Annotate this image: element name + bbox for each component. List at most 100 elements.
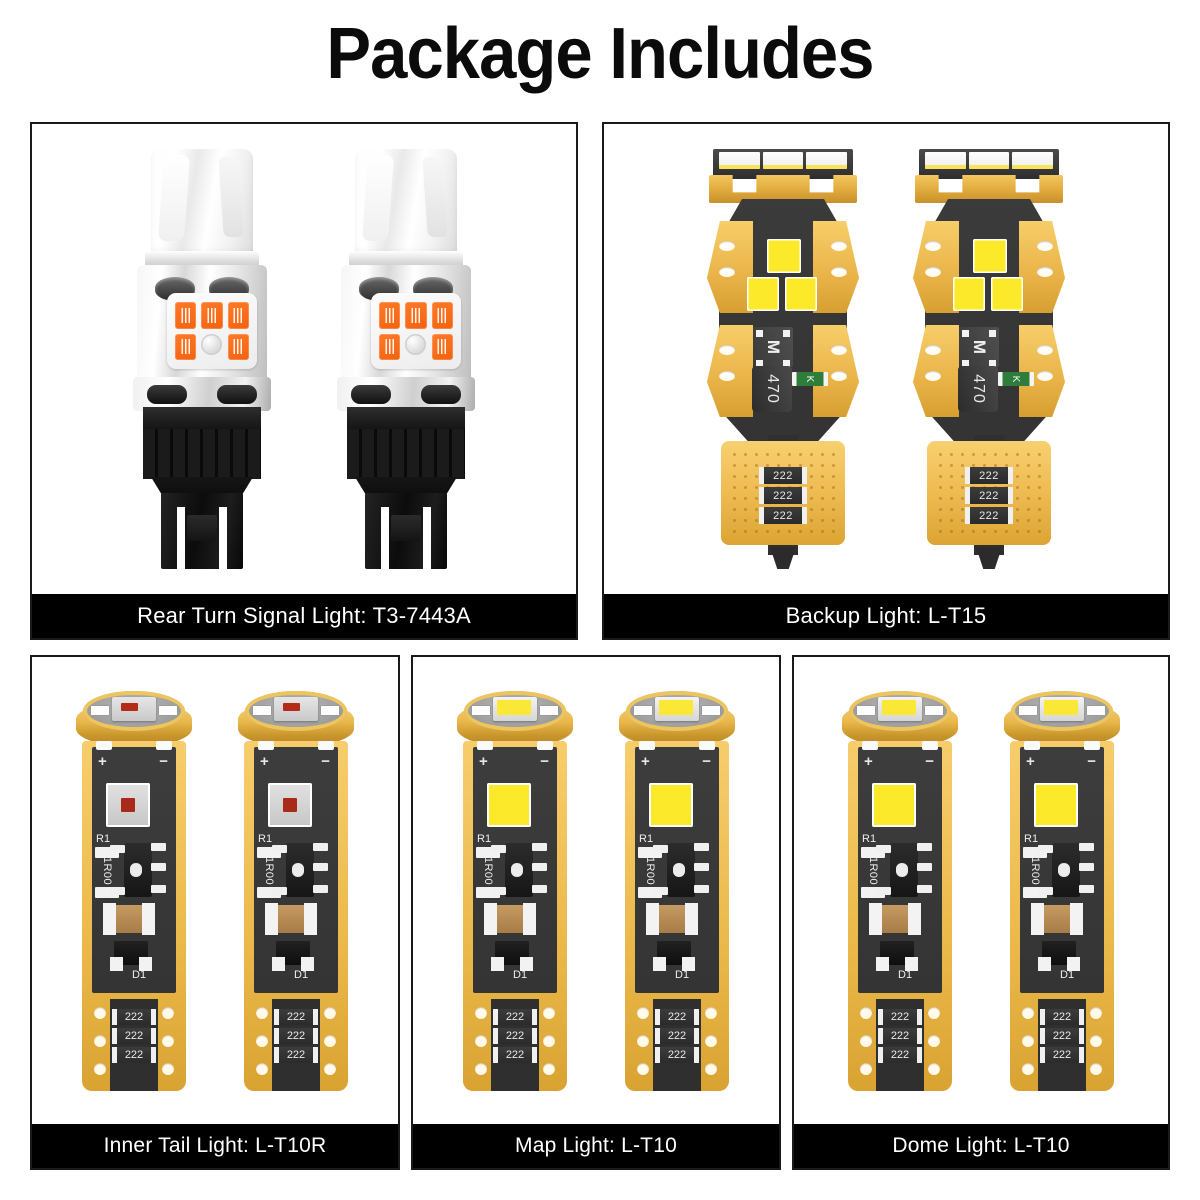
r1-value: 1R00 (482, 856, 494, 886)
panel-rear-turn-signal: Rear Turn Signal Light: T3-7443A (30, 122, 578, 640)
r1-pad-bottom (476, 887, 500, 898)
r1-pad-top (1023, 847, 1047, 858)
transistor-pin (694, 843, 709, 851)
transistor-pin (917, 843, 932, 851)
bulb-7443a-right (331, 149, 481, 569)
inductor-marking: 470 (970, 374, 987, 404)
transistor-pin (491, 845, 506, 853)
yellow-led-chip (953, 277, 985, 311)
r1-label: R1 (477, 833, 492, 845)
transistor-pin (532, 885, 547, 893)
r1-pad-bottom (95, 887, 119, 898)
transistor-pin (1038, 845, 1053, 853)
red-led-chip (106, 783, 150, 827)
d1-label: D1 (513, 969, 528, 981)
resistor: 222 (655, 1047, 699, 1063)
r1-value: 1R00 (867, 856, 879, 886)
driver-ic-chip: M (753, 327, 793, 367)
solder-pad-right (156, 741, 172, 750)
resistor: 222 (112, 1047, 156, 1063)
solder-pad-right (318, 741, 334, 750)
amber-led-chip (175, 302, 197, 329)
pcb-via (94, 1035, 106, 1047)
r1-pad-top (95, 847, 119, 858)
transistor-pin (1079, 843, 1094, 851)
inductor: 470 (752, 366, 792, 412)
cap-led-module (655, 697, 699, 721)
gold-cap (1004, 691, 1120, 753)
transistor-pin (151, 863, 166, 871)
resistor-stack: 222 222 222 (655, 1009, 699, 1063)
transistor-pin (151, 843, 166, 851)
r1-pad-bottom (1023, 887, 1047, 898)
d1-label: D1 (1060, 969, 1075, 981)
transistor-pin (1079, 885, 1094, 893)
pcb-hole (1037, 267, 1053, 277)
bulb-stage-t10-map: + − R1 1R00 D1 (413, 657, 779, 1125)
cap-pad-right (320, 705, 340, 716)
pcb-via (860, 1035, 872, 1047)
caption-text: Map Light: L-T10 (515, 1134, 677, 1157)
yellow-led-chip (872, 783, 916, 827)
pcb-via (1090, 1063, 1102, 1075)
caption-dome-light: Dome Light: L-T10 (794, 1124, 1168, 1168)
resistor: 222 (1040, 1009, 1084, 1025)
resistor: 222 (878, 1028, 922, 1044)
pcb-via (543, 1007, 555, 1019)
inductor-marking: 470 (764, 374, 781, 404)
wedge-slot-right (219, 507, 227, 569)
amber-led-chip (201, 302, 223, 329)
capacitor (869, 903, 921, 935)
gold-cap (842, 691, 958, 753)
pcb-hole (719, 371, 735, 381)
plus-mark: + (479, 753, 488, 770)
top-led-chip (719, 152, 760, 169)
transistor-pin (532, 843, 547, 851)
cap-pad-left (90, 705, 110, 716)
transistor-package (286, 843, 314, 897)
pcb-via (705, 1035, 717, 1047)
top-led-chip (1012, 152, 1054, 169)
inductor: 470 (958, 366, 998, 412)
transistor-pin (694, 863, 709, 871)
cap-pad-left (856, 705, 876, 716)
bulb-t15-left: M 470 K 222 222 222 (707, 149, 859, 569)
driver-dot-icon (405, 333, 427, 355)
panel-map-light: + − R1 1R00 D1 (411, 655, 781, 1170)
red-led-chip (268, 783, 312, 827)
shelf-slot-left (351, 385, 391, 404)
driver-dot-icon (201, 333, 223, 355)
pcb-hole (925, 371, 941, 381)
gold-top-contact (709, 175, 857, 203)
solder-pad-right (537, 741, 553, 750)
wedge-slot-left (381, 507, 389, 569)
caption-map-light: Map Light: L-T10 (413, 1124, 779, 1168)
panel-inner-tail-light: + − R1 1R00 D1 (30, 655, 400, 1170)
top-led-chip (806, 152, 848, 169)
lens-dome (151, 149, 253, 257)
pcb-via (928, 1035, 940, 1047)
resistor: 222 (274, 1047, 318, 1063)
bulb-t10-map-right: + − R1 1R00 D1 (619, 691, 735, 1091)
lens-collar (349, 251, 463, 269)
r1-pad-bottom (257, 887, 281, 898)
ic-marking: M (970, 339, 989, 355)
base-tip (976, 547, 1002, 569)
resistor: 222 (1040, 1028, 1084, 1044)
diode-package (876, 941, 918, 971)
green-diode: K (998, 372, 1034, 386)
caption-inner-tail-light: Inner Tail Light: L-T10R (32, 1124, 398, 1168)
cap-led-module (112, 697, 156, 721)
amber-led-chip (405, 302, 427, 329)
wedge-tab (187, 515, 217, 541)
lens-dome (355, 149, 457, 257)
resistor: 222 (112, 1009, 156, 1025)
bulb-stage-t15: M 470 K 222 222 222 (604, 124, 1168, 594)
pcb-via (637, 1035, 649, 1047)
transistor-pin (151, 885, 166, 893)
diode-marking: K (1010, 375, 1022, 383)
pcb-hole (831, 267, 847, 277)
led-center-slot (201, 333, 223, 361)
transistor-pin (272, 887, 287, 895)
base-tip (770, 547, 796, 569)
